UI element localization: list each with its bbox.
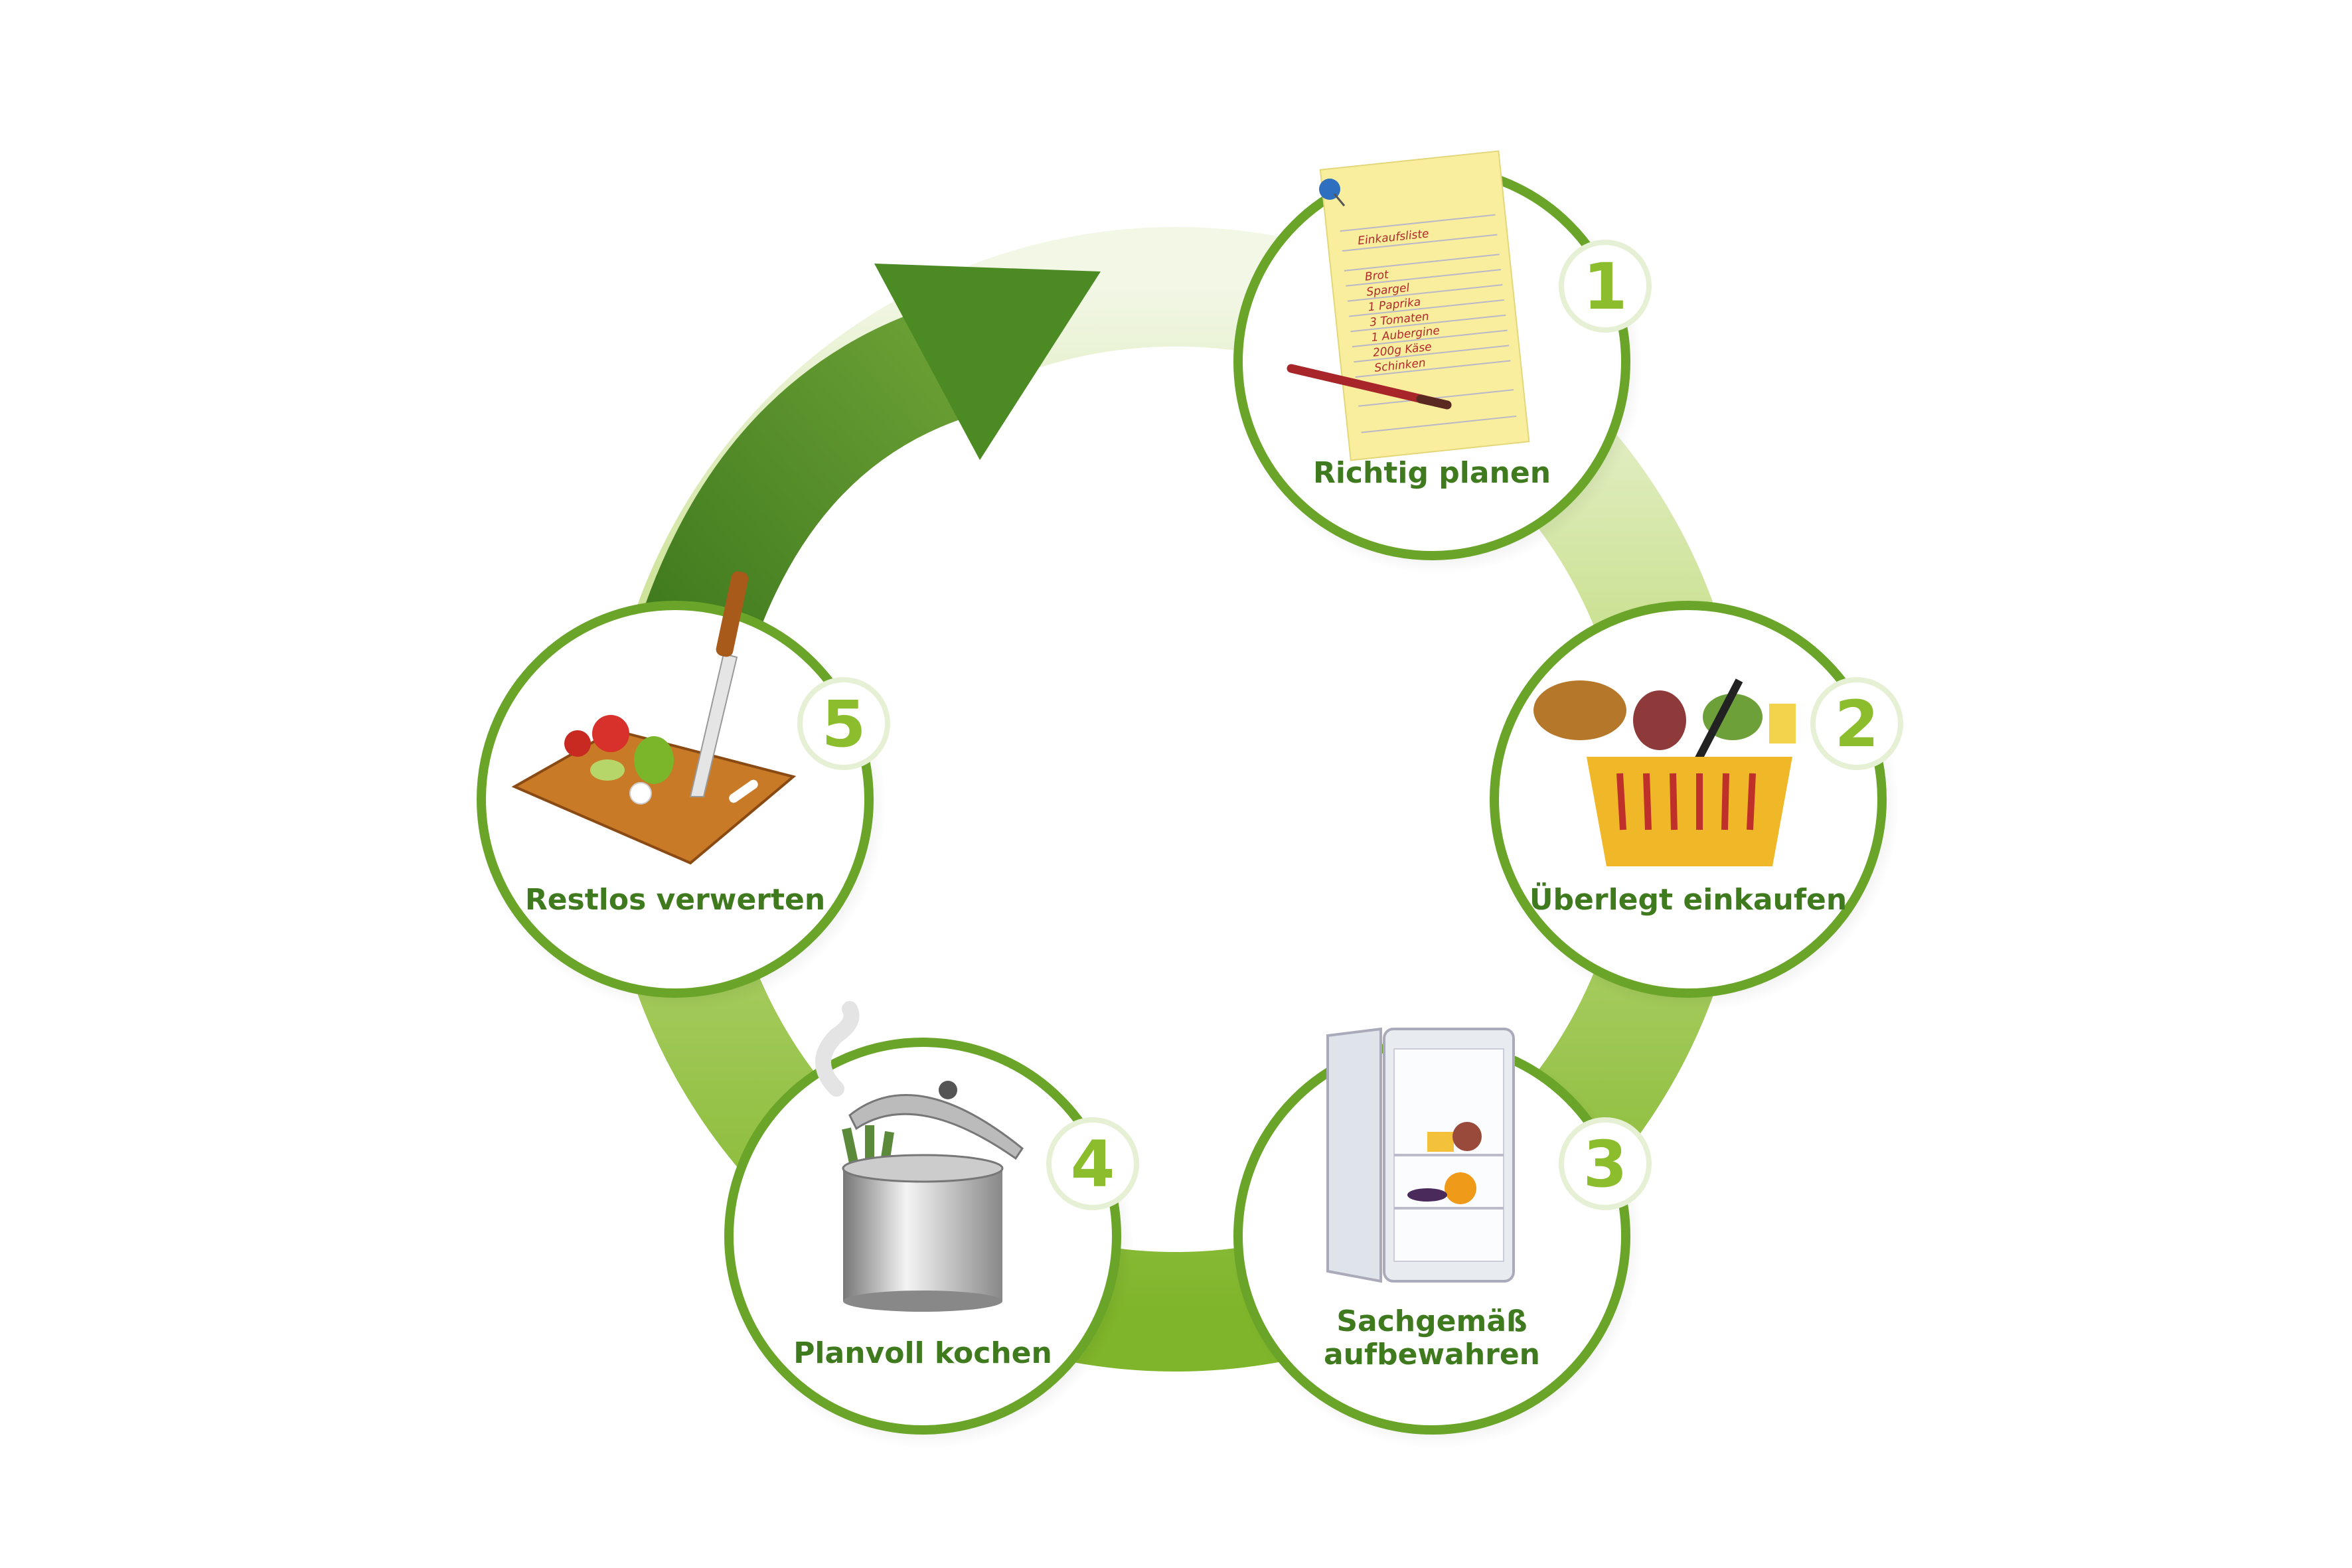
step-number: 2: [1835, 687, 1879, 761]
shopping-list-icon: Einkaufsliste Brot Spargel 1 Paprika 3 T…: [1319, 150, 1530, 461]
cutting-board-icon: [511, 571, 797, 865]
fridge-icon: [1326, 1027, 1515, 1283]
step-number-badge: [1559, 1117, 1652, 1210]
step-label: Sachgemäß: [1336, 1304, 1527, 1338]
step-number-badge: [1046, 1117, 1139, 1210]
step-label: Überlegt einkaufen: [1529, 882, 1847, 917]
step-label: Planvoll kochen: [793, 1336, 1052, 1370]
step-number: 4: [1071, 1127, 1115, 1202]
step-number-badge: [797, 677, 890, 770]
cycle-arrow: [631, 264, 1101, 680]
pushpin-icon: [1319, 179, 1346, 206]
step-number-badge: [1559, 240, 1652, 333]
step-label: aufbewahren: [1324, 1338, 1540, 1372]
pencil-icon: [1287, 364, 1452, 410]
step-number: 5: [822, 687, 866, 761]
shopping-basket-icon: [1533, 678, 1796, 866]
cooking-pot-icon: [815, 1001, 1024, 1312]
step-label: Restlos verwerten: [525, 883, 825, 917]
step-number: 3: [1583, 1127, 1628, 1202]
step-label: Richtig planen: [1313, 456, 1551, 490]
step-number-badge: [1810, 677, 1903, 770]
step-number: 1: [1583, 250, 1628, 324]
shopping-list-item: Brot: [1364, 268, 1390, 284]
